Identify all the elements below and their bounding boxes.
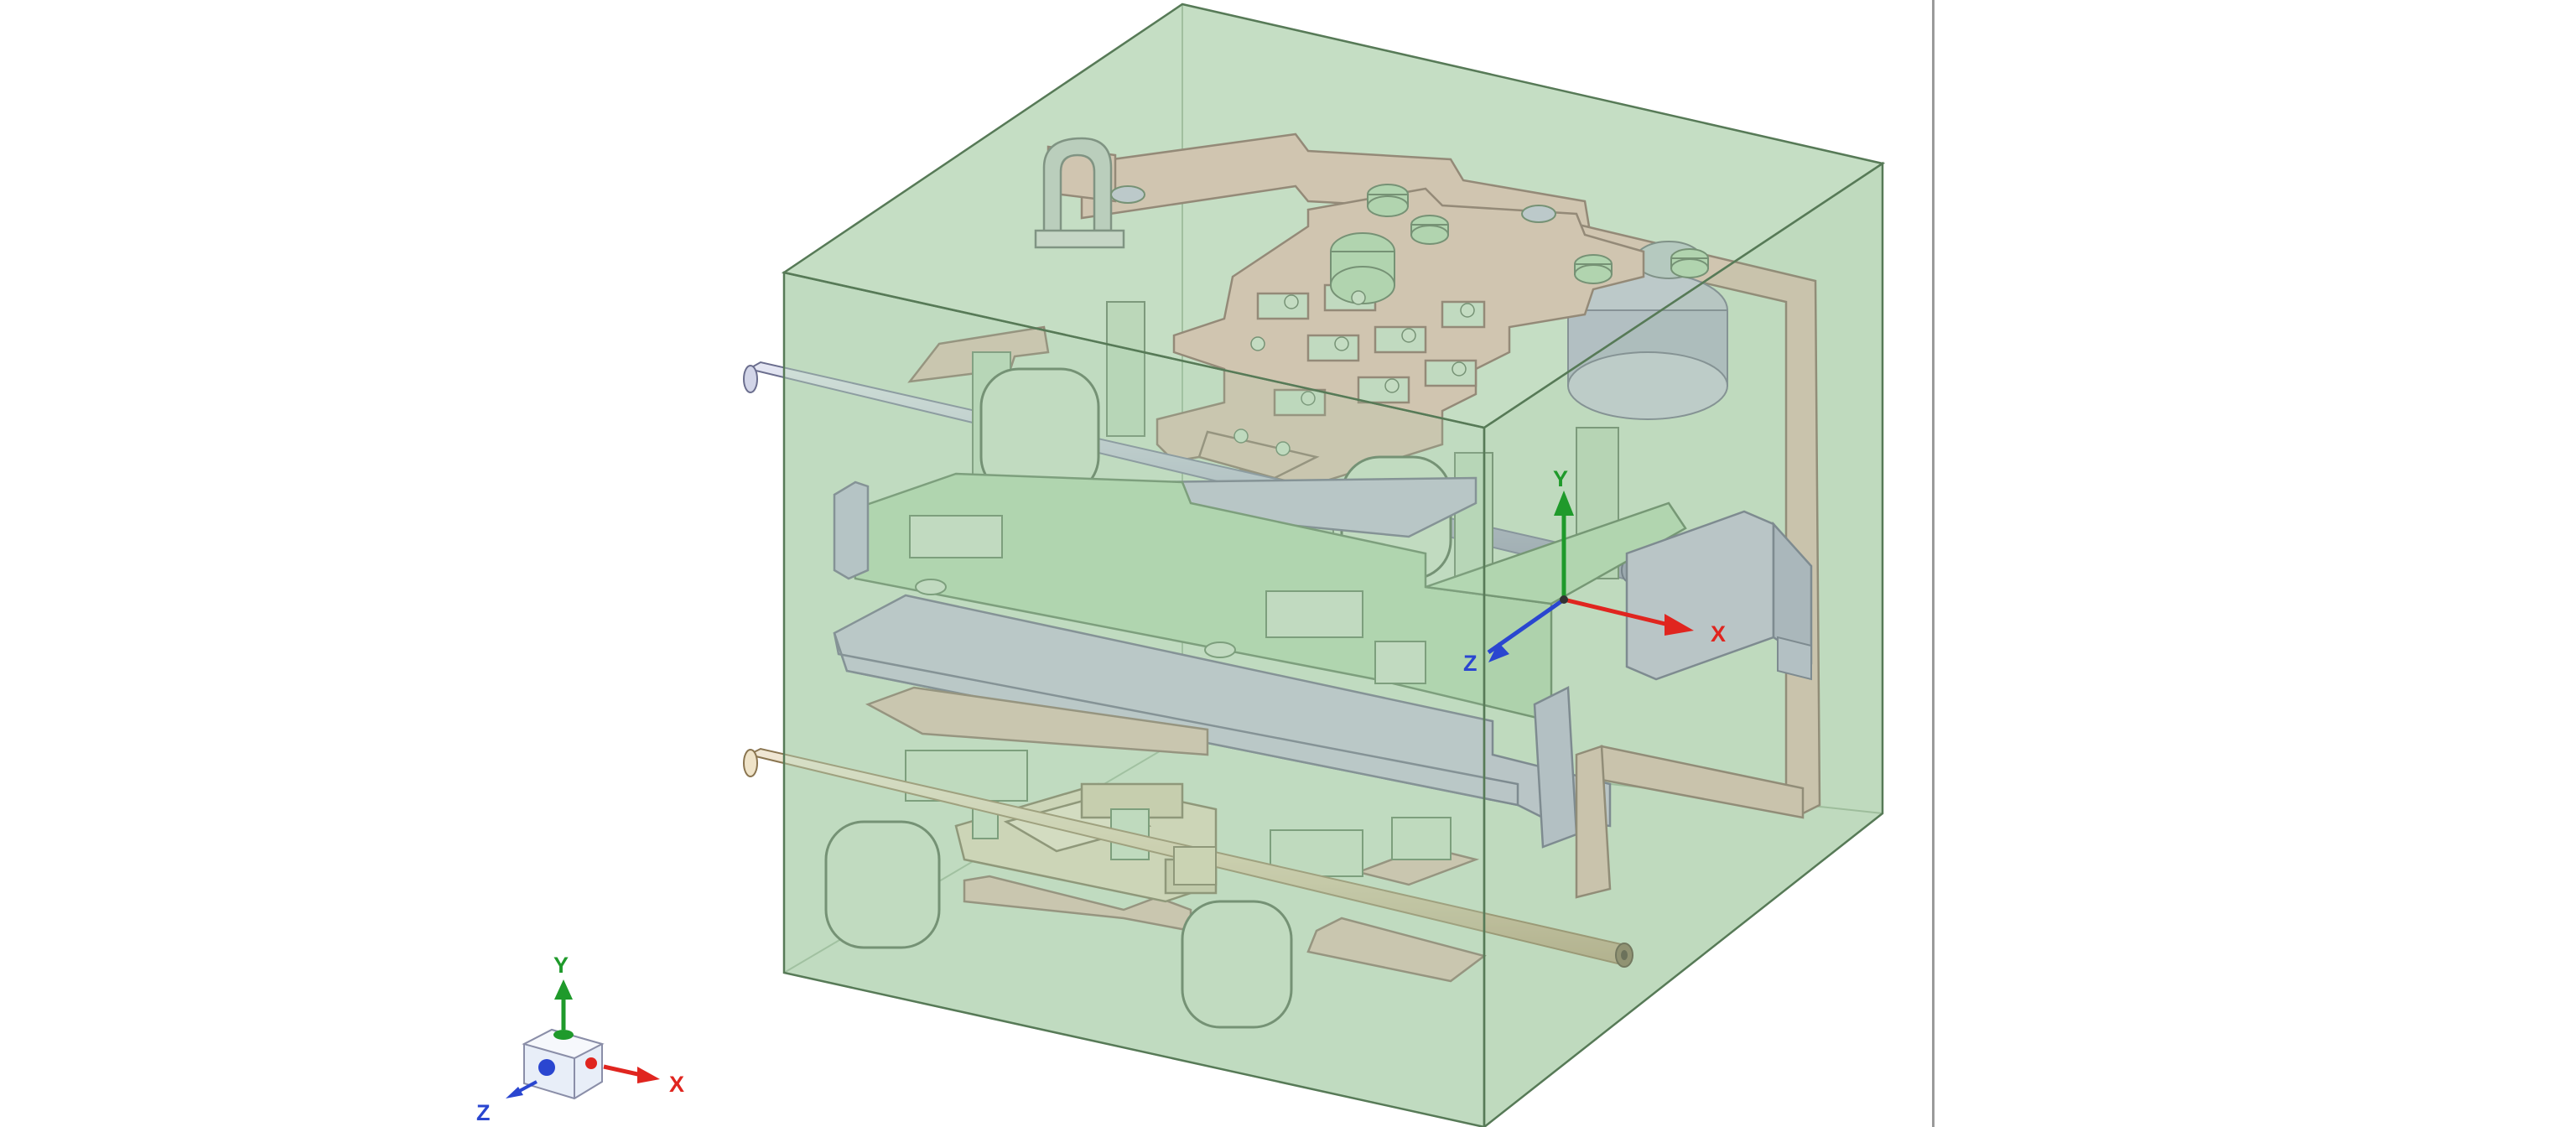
back-bracket (1034, 137, 1125, 249)
axis-triad-icon: Y X Z (1463, 466, 1726, 676)
top-studs (1110, 184, 1709, 304)
assembly-model[interactable]: Y X Z Y X Z (0, 0, 1929, 1127)
right-gray-housing (1625, 510, 1813, 681)
left-side-brackets (833, 480, 1578, 849)
pcb-board (845, 472, 1687, 723)
3d-viewport[interactable]: Y X Z Y X Z (0, 0, 1929, 1127)
side-panel (1935, 0, 2576, 1127)
lower-tan-rod (743, 747, 1633, 968)
model-axis-z-label: Z (1463, 651, 1478, 676)
view-axis-y-label: Y (553, 953, 569, 978)
top-bus-bar-lattice (907, 187, 1645, 488)
model-axis-x-label: X (1711, 621, 1726, 647)
lattice-pins (1233, 290, 1475, 456)
rear-motor (1567, 241, 1728, 420)
view-cube-icon[interactable]: Y X Z (476, 953, 684, 1125)
view-axis-x-label: X (669, 1072, 684, 1097)
lower-pads (824, 820, 1293, 1029)
enclosure-front (781, 3, 1886, 1127)
model-axis-y-label: Y (1553, 466, 1568, 491)
view-axis-z-label: Z (476, 1100, 491, 1125)
panel-divider[interactable] (1932, 0, 1935, 1127)
